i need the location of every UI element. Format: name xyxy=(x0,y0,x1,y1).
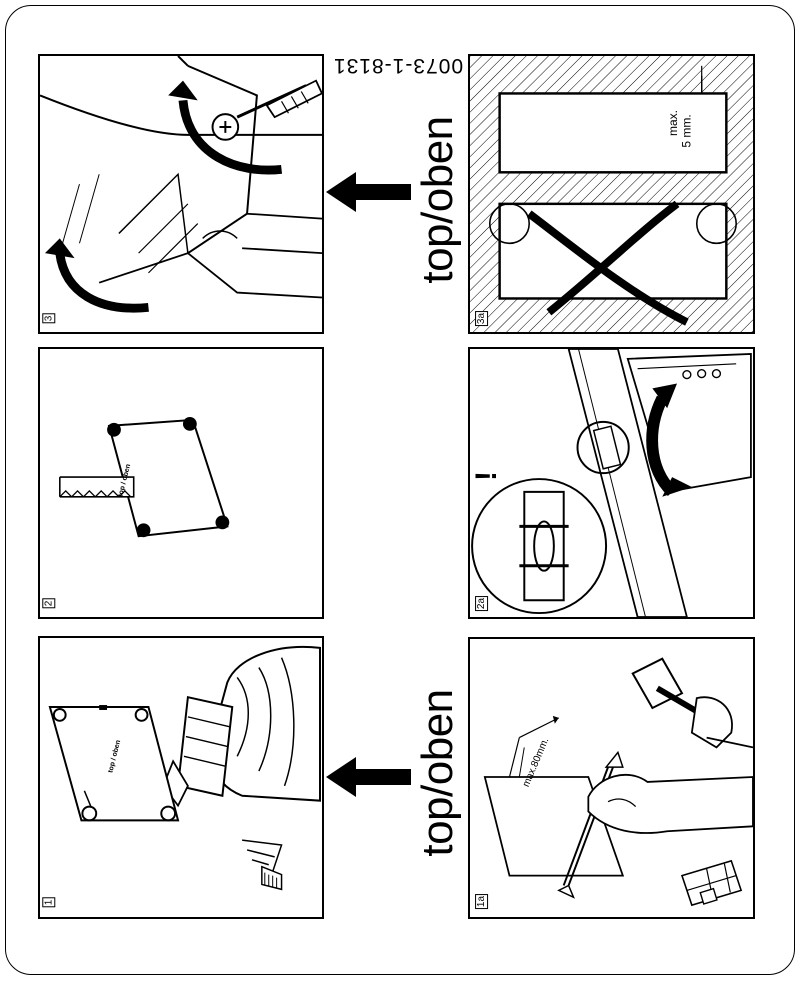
warning-mark: ! xyxy=(470,471,503,481)
step-label-2a: 2a xyxy=(475,595,489,612)
step-label-2: 2 xyxy=(42,598,56,609)
panel-step-1: top / oben 1 xyxy=(38,636,324,919)
left-arrow-icon xyxy=(326,172,411,212)
step-label-1a: 1a xyxy=(475,893,489,910)
document-number: 0073-1-8131 xyxy=(332,54,464,77)
flush-mount-illustration xyxy=(470,56,753,332)
max-gap-label-1: max. xyxy=(666,109,681,137)
panel-step-2a: ! 2a xyxy=(468,347,755,619)
panel-step-2: top / oben 2 xyxy=(38,347,324,619)
level-alignment-illustration xyxy=(471,349,752,617)
max-gap-label-2: 5 mm. xyxy=(679,114,694,148)
drilling-illustration xyxy=(48,646,321,891)
step-label-3: 3 xyxy=(42,313,56,324)
panel-step-1a: max.80mm. 1a xyxy=(468,637,755,919)
chiseling-illustration xyxy=(483,657,753,907)
panel-step-3: 3 xyxy=(38,54,324,334)
step-label-3a: 3a xyxy=(475,310,489,327)
screw-fastening-illustration xyxy=(40,56,322,313)
orientation-label-bottom: top/oben xyxy=(413,689,462,857)
panel-step-3a: max. 5 mm. 3a xyxy=(468,54,755,334)
instruction-sheet xyxy=(5,5,795,975)
left-arrow-icon xyxy=(326,757,411,797)
orientation-label-top: top/oben xyxy=(413,116,462,284)
saw-cutting-illustration xyxy=(59,416,230,538)
step-label-1: 1 xyxy=(42,897,56,908)
